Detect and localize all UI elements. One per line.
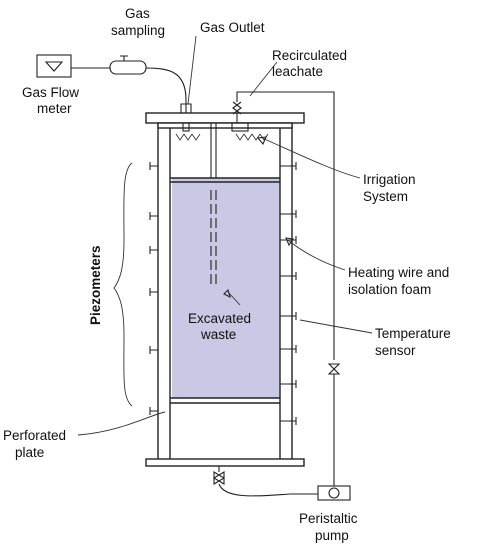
label-recirculated: Recirculated [272, 48, 347, 63]
top-lid [145, 112, 305, 124]
irrigation-sprays [175, 133, 269, 141]
gas-line [145, 67, 187, 113]
label-irrigation-2: System [363, 189, 408, 204]
label-perforated-2: plate [15, 445, 44, 460]
label-gas-sampling-1: Gas [125, 6, 150, 21]
drain-line [218, 483, 318, 497]
gas-outlet-valve [180, 103, 192, 114]
label-gas-flow-2: meter [37, 101, 72, 116]
right-ports [280, 162, 297, 425]
label-piezometers: Piezometers [88, 245, 103, 325]
label-temperature-1: Temperature [375, 326, 451, 341]
bottom-plate [145, 458, 305, 467]
label-gas-sampling-2: sampling [111, 23, 165, 38]
waste-leader [227, 291, 241, 306]
label-heating-1: Heating wire and [348, 265, 449, 280]
leader-lines [77, 35, 373, 436]
gas-flow-meter [36, 54, 72, 78]
excavated-waste-fill [172, 178, 280, 398]
irrigation-box [231, 122, 249, 132]
label-gas-flow-1: Gas Flow [22, 85, 79, 100]
label-waste: waste [200, 327, 236, 342]
recirculation-line [236, 91, 335, 360]
top-flange [157, 122, 293, 129]
leachate-valve [232, 101, 242, 115]
label-gas-outlet: Gas Outlet [200, 20, 265, 35]
line-valve [327, 363, 341, 375]
label-heating-2: isolation foam [348, 282, 431, 297]
arrow-heating [285, 237, 294, 247]
sampling-valve [120, 55, 128, 61]
outlet-stub [182, 122, 190, 132]
label-leachate: leachate [272, 64, 323, 79]
label-temperature-2: sensor [375, 343, 416, 358]
gas-sampling-bag [109, 60, 147, 75]
central-pipe [210, 123, 217, 285]
arrow-irrigation [256, 136, 267, 146]
label-excavated: Excavated [188, 311, 251, 326]
label-perforated-1: Perforated [3, 428, 66, 443]
label-peristaltic-2: pump [315, 528, 349, 543]
gas-flow-meter-icon [44, 61, 64, 72]
pump-rotor [328, 487, 340, 499]
label-irrigation-1: Irrigation [363, 172, 416, 187]
peristaltic-pump [317, 485, 351, 501]
drain-valve [212, 471, 226, 485]
piezometers-bracket [113, 162, 133, 407]
left-ports [149, 162, 158, 415]
label-peristaltic-1: Peristaltic [299, 511, 358, 526]
